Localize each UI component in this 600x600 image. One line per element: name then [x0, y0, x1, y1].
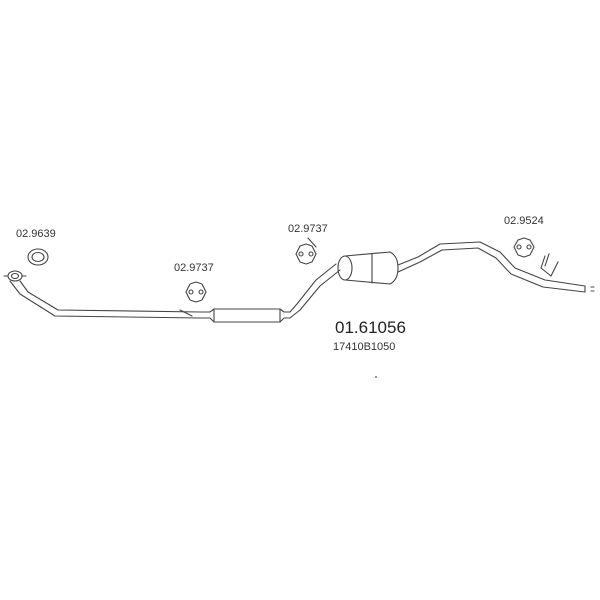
rear-silencer [337, 251, 399, 285]
tail-bracket-icon [540, 253, 559, 277]
oem-number: 17410B1050 [333, 341, 396, 353]
clamp-ring-part-number: 02.9639 [16, 228, 56, 240]
tail-pipe [397, 241, 595, 293]
main-part-number: 01.61056 [335, 318, 406, 337]
front-flange-icon [3, 270, 27, 282]
hanger-mid-part-number: 02.9737 [288, 223, 328, 235]
intermediate-pipe [289, 263, 341, 319]
hanger-left-part-number: 02.9737 [174, 262, 214, 274]
rubber-hanger-right-icon [513, 237, 535, 258]
clamp-ring-icon [27, 248, 49, 266]
front-pipe [9, 280, 201, 319]
middle-silencer [199, 308, 291, 323]
rubber-hanger-left-icon [179, 281, 207, 317]
marker-dot [375, 376, 377, 378]
rubber-hanger-mid-icon [295, 237, 317, 265]
hanger-right-part-number: 02.9524 [504, 215, 544, 227]
